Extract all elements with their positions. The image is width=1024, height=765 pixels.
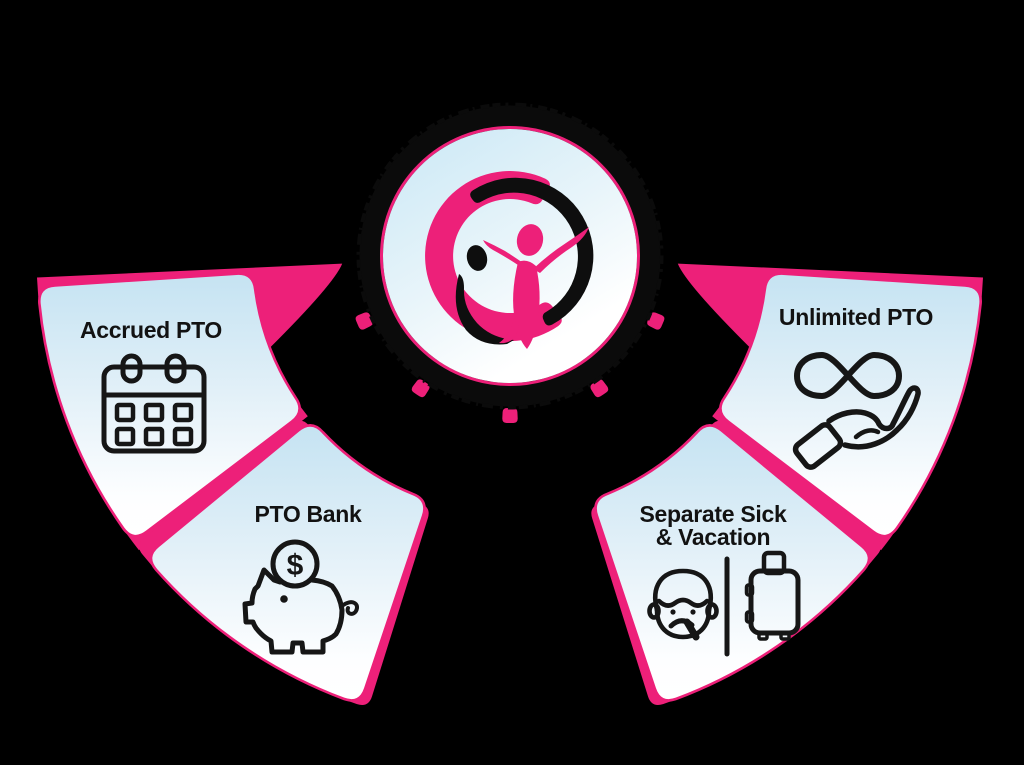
calendar-frame [101, 364, 207, 454]
hub-pink-ring [380, 126, 640, 386]
hub-tick [647, 312, 665, 330]
calendar-cell [143, 426, 165, 447]
infinity-icon [794, 352, 902, 399]
petal-accrued-pto [38, 272, 301, 538]
sick-face-fringe [656, 597, 710, 608]
suitcase-latch [744, 583, 755, 597]
petal-unlimited-pto [719, 272, 982, 538]
piggy-bank-icon: $ [242, 539, 359, 655]
label-accrued-pto: Accrued PTO [80, 317, 222, 343]
hub-tick [355, 312, 373, 330]
piggy-eye [280, 595, 288, 603]
infinity-hand-icon [792, 352, 921, 470]
suitcase-wheel [779, 631, 791, 641]
logo-pink-person-arm-left [483, 240, 523, 267]
sick-face-hair [653, 568, 713, 613]
calendar-cell [114, 426, 136, 447]
hub-ticks [355, 312, 665, 424]
sick-face-eye [670, 609, 676, 615]
suitcase-body [748, 568, 801, 636]
piggy-body [242, 567, 345, 655]
sick-face-ear [705, 602, 719, 620]
two-people-swoosh-logo-icon [425, 171, 594, 349]
dollar-coin-icon [270, 539, 320, 589]
thermometer-icon [683, 618, 700, 641]
calendar-cell [172, 426, 194, 447]
suitcase-icon [744, 550, 801, 641]
hub-black-ring [359, 105, 661, 407]
logo-pink-person-head [516, 224, 544, 256]
dollar-sign: $ [287, 549, 304, 582]
hub-tick [502, 407, 518, 424]
sick-face-ear [647, 602, 661, 620]
sick-face-chin [654, 607, 712, 640]
label-line-2: & Vacation [655, 524, 771, 550]
logo-pink-person-arm-right [533, 227, 589, 273]
hub-rough-edge [356, 102, 664, 410]
suitcase-wheel [757, 631, 769, 641]
hand-outline [826, 385, 921, 450]
sick-face-eye [690, 609, 696, 615]
label-unlimited-pto: Unlimited PTO [778, 304, 934, 330]
petal-pto-bank [149, 424, 426, 702]
hand-icon [792, 385, 921, 470]
sick-face-icon [647, 568, 719, 641]
suitcase-latch [744, 610, 755, 624]
hub-tick [411, 379, 430, 398]
calendar-cell [172, 402, 194, 423]
piggy-tail [340, 600, 359, 616]
petals [38, 272, 982, 702]
logo-black-arc [470, 177, 594, 326]
logo-black-person-head [466, 245, 488, 271]
label-line-1: Separate Sick [639, 501, 787, 527]
logo-pink-person-leg [499, 322, 519, 344]
hand-finger-detail [853, 428, 881, 440]
logo-pink-person-body [513, 260, 540, 349]
hand-cuff [792, 422, 844, 470]
label-pto-bank: PTO Bank [254, 501, 362, 527]
label-separate-sick-vacation: Separate Sick & Vacation [640, 503, 787, 549]
logo-black-person-body [455, 274, 514, 345]
calendar-icon [101, 353, 207, 454]
calendar-cell [114, 402, 136, 423]
calendar-cell [143, 402, 165, 423]
